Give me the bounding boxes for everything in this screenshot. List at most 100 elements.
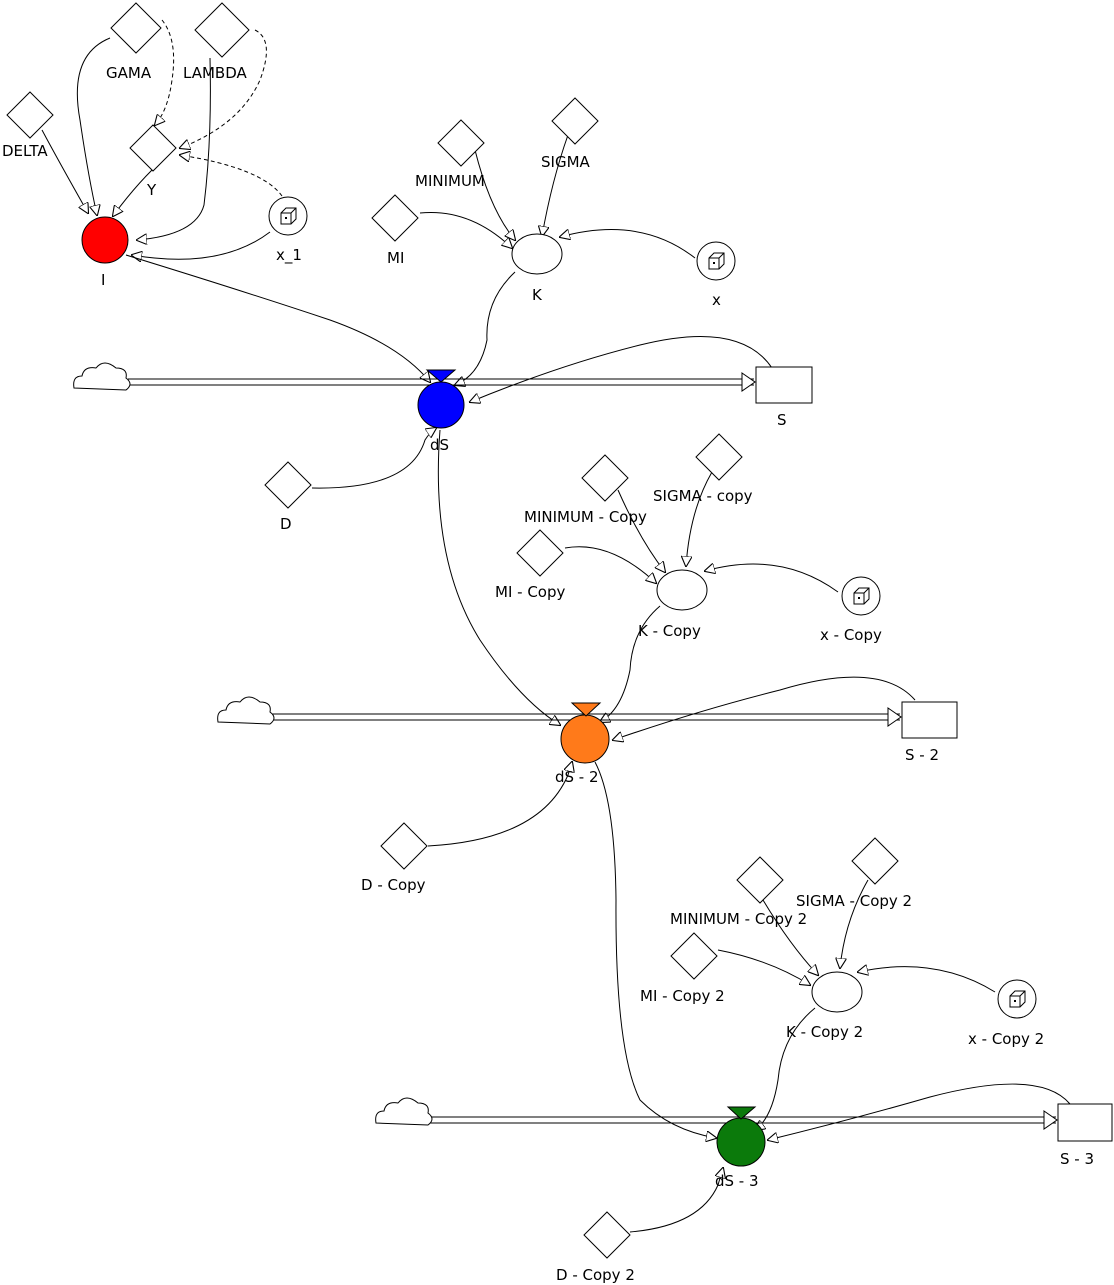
- cloud-icon: [375, 1097, 433, 1126]
- connector-mi-copy2-k-copy2: [717, 949, 810, 985]
- stock-s-label: S: [777, 411, 787, 429]
- flow-arrow-icon: [1043, 1110, 1058, 1130]
- connector-k-ds: [455, 271, 516, 385]
- dice-cube-icon: [696, 241, 736, 281]
- connector-gama-y: [155, 19, 175, 125]
- node-sigma-copy-label: SIGMA - copy: [653, 487, 753, 505]
- flow-ds2[interactable]: dS - 2: [555, 702, 610, 786]
- connector-i-ds: [125, 254, 430, 382]
- connector-minimum-copy2-k-copy2: [762, 899, 818, 975]
- node-mi-copy2[interactable]: MI - Copy 2: [640, 932, 725, 1005]
- node-d-label: D: [280, 515, 292, 533]
- node-lambda[interactable]: LAMBDA: [183, 2, 250, 82]
- node-minimum-copy-label: MINIMUM - Copy: [524, 508, 647, 526]
- node-mi[interactable]: MI: [371, 194, 419, 267]
- connector-d-copy2-ds3: [629, 1168, 723, 1233]
- connector-x-copy2-k-copy2: [858, 967, 996, 993]
- node-x-copy-label: x - Copy: [820, 626, 882, 644]
- connector-delta-i: [41, 129, 88, 213]
- connector-x1-y: [180, 155, 283, 197]
- node-gama[interactable]: GAMA: [106, 2, 162, 82]
- node-d-copy2-label: D - Copy 2: [556, 1266, 635, 1284]
- connector-s2-ds2: [613, 676, 916, 740]
- node-sigma-copy2[interactable]: SIGMA - Copy 2: [796, 837, 912, 910]
- flow-i-label: I: [101, 271, 105, 289]
- flow-i-valve[interactable]: [81, 216, 129, 264]
- node-minimum-copy2-label: MINIMUM - Copy 2: [670, 910, 807, 928]
- node-k-copy2[interactable]: K - Copy 2: [786, 971, 863, 1041]
- node-sigma-label: SIGMA: [541, 153, 591, 171]
- node-delta[interactable]: DELTA: [2, 91, 54, 160]
- stock-s3-label: S - 3: [1060, 1150, 1094, 1168]
- flow-ds-valve[interactable]: [417, 381, 465, 429]
- connector-ds2-ds3: [594, 761, 716, 1138]
- dice-cube-icon: [841, 576, 881, 616]
- flow-ds-label: dS: [430, 436, 449, 454]
- node-x-copy2[interactable]: x - Copy 2: [968, 979, 1044, 1048]
- node-minimum-copy[interactable]: MINIMUM - Copy: [524, 454, 647, 526]
- node-x-1-label: x_1: [276, 246, 302, 265]
- node-sigma[interactable]: SIGMA: [541, 97, 599, 171]
- flow-ds3-valve[interactable]: [716, 1117, 766, 1167]
- dice-cube-icon: [268, 196, 308, 236]
- node-k-copy2-label: K - Copy 2: [786, 1023, 863, 1041]
- node-mi-label: MI: [387, 249, 404, 267]
- connector-k-copy-ds2: [600, 605, 661, 722]
- node-gama-label: GAMA: [106, 64, 152, 82]
- dice-cube-icon: [997, 979, 1037, 1019]
- connector-sigma-copy-k-copy: [686, 471, 713, 566]
- node-k[interactable]: K: [511, 233, 563, 304]
- flow-ds2-label: dS - 2: [555, 768, 599, 786]
- node-x-1[interactable]: x_1: [268, 196, 308, 265]
- node-minimum[interactable]: MINIMUM: [415, 119, 485, 190]
- node-d-copy-label: D - Copy: [361, 876, 426, 894]
- connector-d-ds: [311, 428, 436, 489]
- flow-ds[interactable]: dS: [417, 369, 465, 454]
- node-y-label: Y: [146, 181, 157, 199]
- stock-s2-label: S - 2: [905, 746, 939, 764]
- connector-sigma-copy2-k-copy2: [840, 879, 869, 968]
- node-k-label: K: [532, 286, 543, 304]
- connector-minimum-copy-k-copy: [617, 489, 665, 572]
- node-d[interactable]: D: [264, 461, 312, 533]
- node-k-copy[interactable]: K - Copy: [638, 569, 708, 640]
- node-k-copy-label: K - Copy: [638, 622, 701, 640]
- node-d-copy2[interactable]: D - Copy 2: [556, 1211, 635, 1284]
- flow-i[interactable]: I: [81, 216, 129, 289]
- node-mi-copy-label: MI - Copy: [495, 583, 565, 601]
- flow-arrow-icon: [741, 372, 756, 392]
- valve-indicator-icon: [425, 369, 457, 383]
- cloud-icon: [73, 362, 131, 391]
- node-lambda-label: LAMBDA: [183, 64, 247, 82]
- valve-indicator-icon: [570, 702, 602, 717]
- node-mi-copy[interactable]: MI - Copy: [495, 529, 565, 601]
- node-x-copy[interactable]: x - Copy: [820, 576, 882, 644]
- flow-ds3-label: dS - 3: [715, 1172, 759, 1190]
- node-delta-label: DELTA: [2, 142, 48, 160]
- node-d-copy[interactable]: D - Copy: [361, 822, 428, 894]
- connectors: [41, 19, 1071, 1233]
- connector-lambda-i: [137, 57, 211, 240]
- stock-s[interactable]: S: [755, 366, 813, 429]
- connector-x-copy-k-copy: [705, 564, 839, 593]
- connector-lambda-y: [180, 29, 267, 148]
- node-x[interactable]: x: [696, 241, 736, 309]
- flow-ds3[interactable]: dS - 3: [715, 1106, 766, 1190]
- connector-s3-ds3: [768, 1083, 1071, 1140]
- flow-ds2-valve[interactable]: [560, 714, 610, 764]
- connector-d-copy-ds2: [427, 762, 572, 847]
- flow-arrow-icon: [887, 707, 902, 727]
- node-sigma-copy[interactable]: SIGMA - copy: [653, 433, 753, 505]
- connector-x1-i: [132, 231, 271, 259]
- node-mi-copy2-label: MI - Copy 2: [640, 987, 725, 1005]
- stock-s2[interactable]: S - 2: [901, 701, 958, 764]
- stock-s3[interactable]: S - 3: [1057, 1103, 1113, 1168]
- node-sigma-copy2-label: SIGMA - Copy 2: [796, 892, 912, 910]
- connector-sigma-k: [542, 134, 569, 236]
- connector-x-k: [560, 230, 696, 259]
- node-minimum-copy2[interactable]: MINIMUM - Copy 2: [670, 856, 807, 928]
- connector-y-i: [113, 169, 153, 216]
- node-y[interactable]: Y: [129, 124, 177, 199]
- valve-indicator-icon: [726, 1106, 757, 1120]
